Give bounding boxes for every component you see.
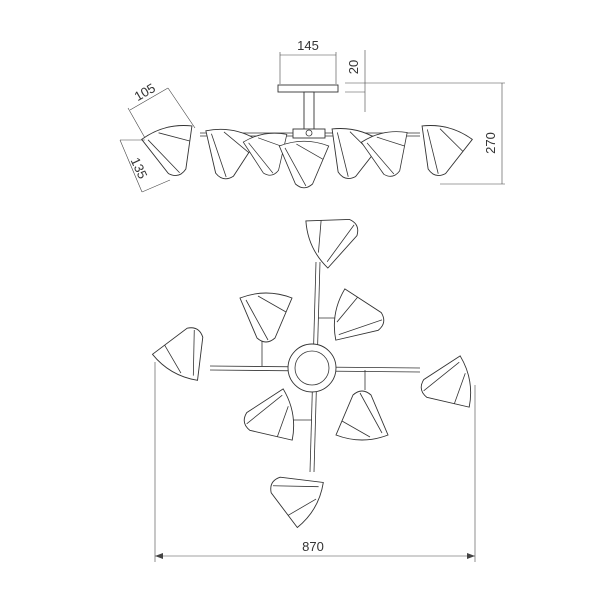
dim-shade-height: 135 <box>128 155 151 181</box>
dim-canopy-height: 20 <box>346 60 361 74</box>
dim-total-width: 870 <box>302 539 324 554</box>
dim-total-height: 270 <box>483 132 498 154</box>
top-view: 870 <box>149 201 476 562</box>
canopy <box>277 84 339 93</box>
side-view: 145 20 270 105 135 <box>119 38 505 193</box>
hub-inner <box>294 350 330 386</box>
stem <box>303 91 315 131</box>
dim-canopy-width: 145 <box>297 38 319 53</box>
dim-shade-width: 105 <box>132 80 158 104</box>
hub <box>292 128 326 139</box>
